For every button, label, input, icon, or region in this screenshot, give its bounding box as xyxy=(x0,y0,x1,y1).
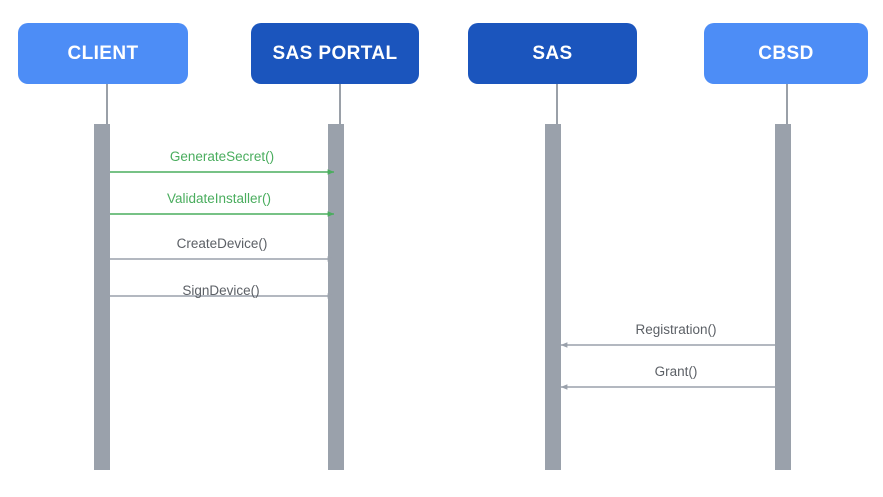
activation-bar-sas-portal xyxy=(328,124,344,470)
lifeline-group xyxy=(106,84,788,126)
actor-box-cbsd[interactable]: CBSD xyxy=(704,23,868,84)
message-label-create-device: CreateDevice() xyxy=(176,236,268,251)
message-label-grant: Grant() xyxy=(654,364,698,379)
activation-bar-group xyxy=(94,124,791,470)
actor-label-sas-portal: SAS PORTAL xyxy=(272,42,398,64)
activation-bar-cbsd xyxy=(775,124,791,470)
actor-box-sas-portal[interactable]: SAS PORTAL xyxy=(251,23,419,84)
actor-label-client: CLIENT xyxy=(67,42,139,64)
actor-box-client[interactable]: CLIENT xyxy=(18,23,188,84)
actor-box-sas[interactable]: SAS xyxy=(468,23,637,84)
message-label-registration: Registration() xyxy=(635,322,717,337)
message-label-sign-device: SignDevice() xyxy=(182,283,260,298)
actor-label-sas: SAS xyxy=(532,42,573,64)
activation-bar-client xyxy=(94,124,110,470)
message-arrow-group xyxy=(110,169,775,390)
actor-label-cbsd: CBSD xyxy=(758,42,814,64)
message-label-validate-installer: ValidateInstaller() xyxy=(166,191,272,206)
message-label-generate-secret: GenerateSecret() xyxy=(169,149,275,164)
activation-bar-sas xyxy=(545,124,561,470)
